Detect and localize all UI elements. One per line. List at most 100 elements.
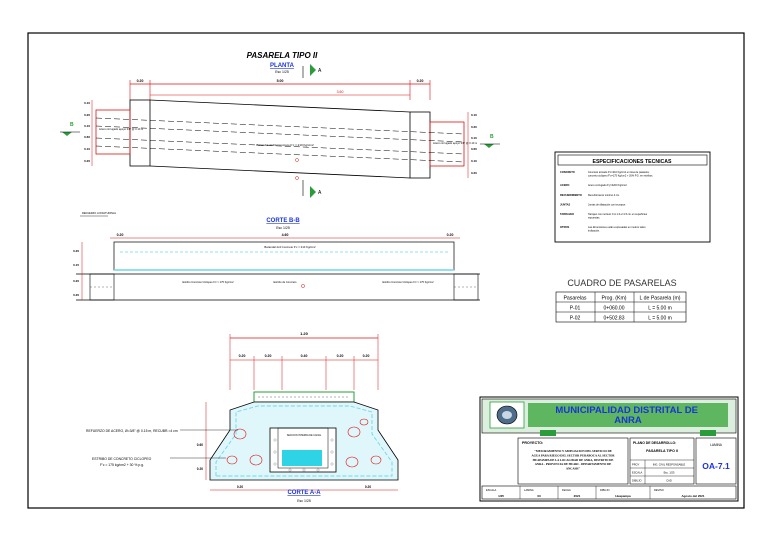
tb-row-value-1: Esc. 1/25 (664, 471, 675, 475)
plan-side-dim-l0: 0.10 (84, 101, 90, 105)
section-aa-scale: Esc 1/25 (297, 499, 311, 503)
table-header-0: Pasarelas (563, 296, 586, 302)
spec-text-4: Tarrajeo con mortero C:A 1:4 e=1.5 cm en… (588, 213, 648, 219)
main-title: PASARELA TIPO II (247, 51, 318, 60)
section-aa-note-rebar: REFUERZO DE ACERO, Ø=3/8" @ 0.15 m, RECU… (86, 429, 178, 433)
section-bb: CORTE B-B Esc 1/25 REFUERZO LONGITUDINAL… (73, 211, 480, 301)
project-label: PROYECTO: (522, 441, 543, 445)
tb-row-value-2: CAD (666, 479, 672, 483)
section-bb-note-top-left: REFUERZO LONGITUDINAL (82, 211, 117, 215)
spec-text-line: concreto ciclópeo F'c=175 Kg/cm2 + 30% P… (588, 174, 653, 177)
sheet-label: LAMINA (710, 443, 723, 447)
plan-dim-inner: 3.60 (337, 90, 344, 94)
bottom-label-1: LAMINA (524, 488, 534, 492)
table-cell-1-0: P-02 (570, 316, 581, 322)
tb-row-value-0: ING. CIVIL RESPONSABLE (653, 463, 686, 467)
table-cell-0-1: 0+060.00 (604, 306, 625, 312)
section-bb-note-deck: Barandal 4x4 Concreto F'c = 210 Kg/cm2 (264, 245, 316, 249)
bottom-value-2: 2021 (574, 494, 581, 498)
section-aa-dim-foot: 0.20 (197, 467, 203, 471)
tb-row-label-0: PROY (632, 463, 640, 467)
specs-title: ESPECIFICACIONES TECNICAS (593, 159, 673, 165)
project-text: "MEJORAMIENTO Y AMPLIACION DEL SERVICIO … (531, 449, 615, 471)
section-aa-dim-p1: 0.20 (265, 354, 272, 358)
sheet-code: OA-7.1 (702, 461, 730, 471)
plan-side-dim-l1: 0.20 (84, 113, 90, 117)
cut-b-right: B (490, 134, 494, 140)
section-aa-channel-label: SECCION INTERNA DE CANAL (287, 434, 322, 437)
spec-text-3: Juntas de dilatación con tecnopor. (588, 203, 626, 206)
spec-text-line: expuestas. (588, 216, 600, 219)
section-aa-dim-height: 0.60 (197, 443, 203, 447)
table-cell-0-2: L = 5.00 m (648, 306, 672, 312)
specs-box: ESPECIFICACIONES TECNICAS CONCRETO Concre… (554, 151, 711, 243)
spec-text-line: Las dimensiones están expresadas en metr… (588, 226, 646, 229)
plan-scale: Esc 1/25 (275, 70, 289, 74)
spec-text-2: Recubrimiento mínimo 4 cm. (588, 194, 620, 197)
cut-a-top: A (318, 68, 322, 74)
spec-text-line: Concreto armado F'c=210 Kg/cm2 en losa d… (588, 171, 650, 174)
section-bb-note-center-support: Estribo de Concreto (274, 280, 297, 284)
plan-side-dim-l3: 0.60 (84, 135, 90, 139)
plan-title: PLANTA (270, 63, 295, 69)
spec-text-line: Juntas de dilatación con tecnopor. (588, 203, 626, 206)
section-bb-dim-0: 0.20 (117, 233, 124, 237)
section-bb-dim-1: 4.60 (282, 233, 289, 237)
plan-dim-right: 0.20 (417, 79, 424, 83)
institution-line-2: ANRA (614, 415, 642, 426)
plan-note-left: Acero corrugado apoyo 3/8" @ 0.10 m (99, 127, 143, 131)
section-bb-scale: Esc 1/25 (276, 226, 290, 230)
table-header-2: L de Pasarela (m) (639, 296, 680, 302)
section-bb-left-dim-0: 0.20 (73, 249, 79, 253)
project-text-line: AGUA PARA RIEGO DEL SECTOR PURABOCA AL S… (531, 453, 615, 457)
section-aa-dim-total: 1.20 (300, 331, 309, 336)
spec-text-line: Recubrimiento mínimo 4 cm. (588, 194, 620, 197)
plan-note-right: Acero corrugado apoyo 3/8" @ 0.10 m (433, 141, 477, 145)
table-cell-0-0: P-01 (570, 306, 581, 312)
section-aa-dim-p2: 0.40 (301, 354, 308, 358)
plan-side-dim-l2: 0.10 (84, 124, 90, 128)
section-bb-dim-2: 0.20 (447, 233, 454, 237)
plan-side-dim-r2: 0.10 (471, 136, 477, 140)
section-bb-title: CORTE B-B (266, 218, 300, 224)
plan-side-dim-l5: 0.20 (84, 159, 90, 163)
spec-label-1: ACERO (560, 183, 569, 187)
plan-side-dim-r4: 0.10 (471, 159, 477, 163)
bottom-label-4: REVISO (654, 488, 664, 492)
tb-row-label-2: DIBUJO (632, 479, 642, 483)
plan-side-dim-r5: 0.20 (471, 171, 477, 175)
cut-b-left: B (70, 122, 74, 128)
plan-side-dim-r1: 0.20 (471, 125, 477, 129)
table-cell-1-1: 0+502.83 (604, 316, 625, 322)
pasarelas-table: CUADRO DE PASARELAS Pasarelas Prog. (Km)… (555, 278, 687, 323)
project-text-line: HUAPAMPA DE LA LOCALIDAD DE ANRA, DISTRI… (533, 458, 614, 462)
plan-dim-left: 0.20 (137, 79, 144, 83)
bottom-value-3: Huapampa (615, 494, 631, 498)
plan-side-dim-r0: 0.10 (471, 113, 477, 117)
table-header-1: Prog. (Km) (601, 296, 626, 302)
section-bb-left-dim-3: 0.20 (73, 293, 79, 297)
table-title: CUADRO DE PASARELAS (567, 278, 676, 288)
bottom-label-2: FECHA (562, 488, 571, 492)
section-aa-note-stirrup-fc: F'c = 175 kg/cm2 + 30 % p.g. (100, 463, 144, 467)
plan-note-center: Barandal 4x4/4 Concreto F'c = 210 Kg/cm2 (256, 143, 314, 147)
spec-text-line: Acero corrugado F'y=4200 Kg/cm2. (588, 184, 628, 187)
institution-line-1: MUNICIPALIDAD DISTRITAL DE (555, 405, 698, 416)
spec-label-3: JUNTAS (560, 202, 570, 206)
plan-view: PASARELA TIPO II PLANTA Esc 1/25 0.20 5.… (60, 51, 500, 198)
spec-text-line: Tarrajeo con mortero C:A 1:4 e=1.5 cm en… (588, 213, 648, 216)
cut-a-bottom: A (318, 190, 322, 196)
spec-text-5: Las dimensiones están expresadas en metr… (588, 226, 646, 232)
bottom-label-3: DIBUJO (600, 488, 610, 492)
project-text-line: ANCASH" (566, 467, 581, 471)
plan-dim-main: 5.00 (277, 79, 284, 83)
institution-name: MUNICIPALIDAD DISTRITAL DE ANRA (555, 405, 700, 426)
spec-label-5: OTROS (560, 225, 569, 229)
project-text-line: "MEJORAMIENTO Y AMPLIACION DEL SERVICIO … (534, 449, 612, 453)
section-bb-note-left-support: Estribo Concreto Ciclopeo F'c = 175 Kg/c… (182, 280, 234, 284)
bottom-value-0: 1/25 (498, 494, 504, 498)
title-block: MUNICIPALIDAD DISTRITAL DE ANRA PROYECTO… (479, 396, 739, 502)
spec-label-0: CONCRETO (560, 170, 575, 174)
spec-label-4: TARRAJEO (560, 212, 574, 216)
